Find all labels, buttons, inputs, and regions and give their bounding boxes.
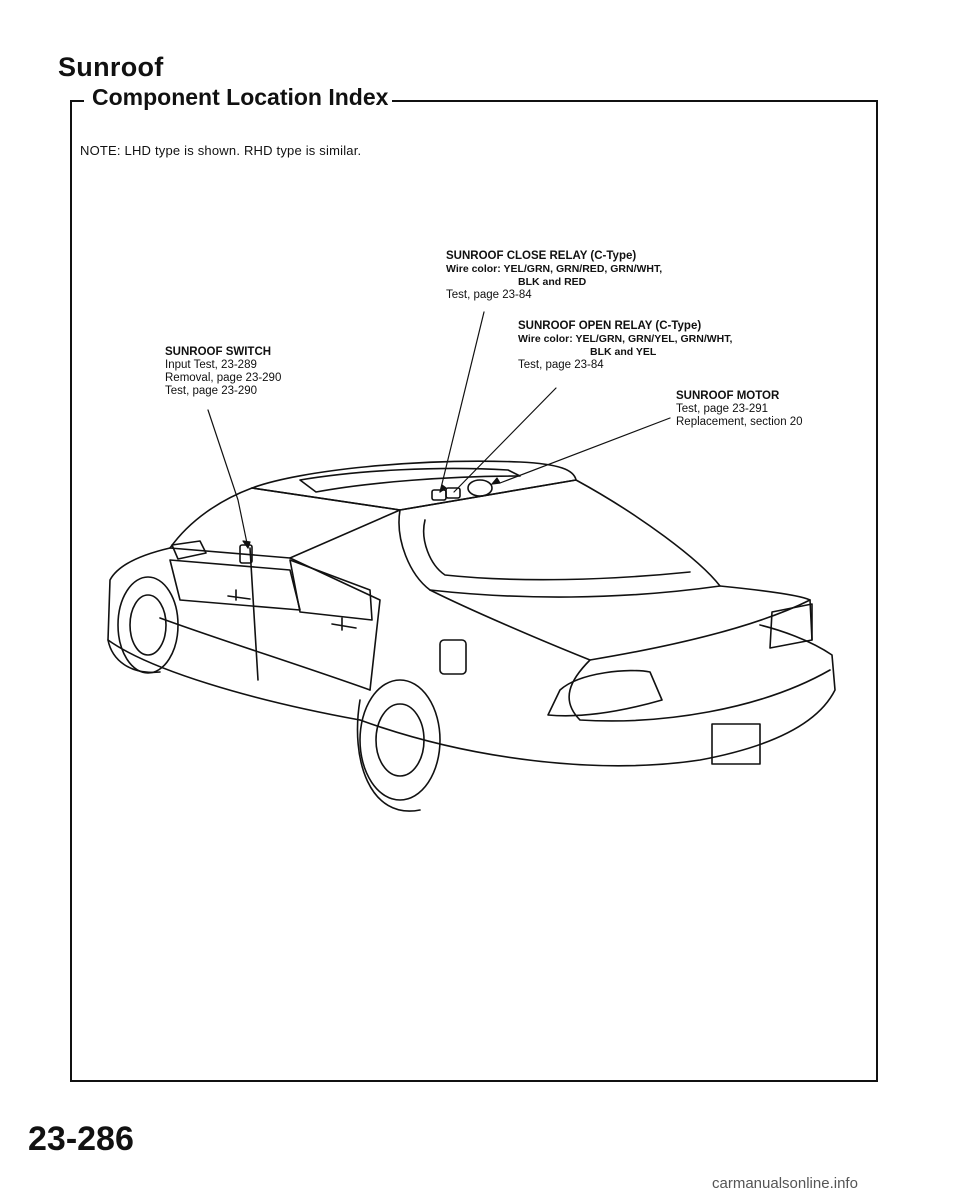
front-door-handle (227, 589, 251, 601)
switch-leader (207, 409, 249, 549)
content-frame (70, 101, 878, 1082)
close-relay-callout: SUNROOF CLOSE RELAY (C-Type) Wire color:… (446, 250, 662, 302)
rear-fascia (568, 659, 831, 722)
switch-icon (239, 544, 253, 564)
open-relay-icon (445, 487, 461, 499)
close-relay-leader (439, 311, 485, 493)
right-tail-light (769, 603, 813, 649)
open-relay-title: SUNROOF OPEN RELAY (C-Type) (518, 320, 702, 332)
open-relay-test: Test, page 23-84 (518, 359, 604, 371)
rear-bumper (359, 624, 836, 767)
close-relay-wire-line2: BLK and RED (518, 276, 587, 288)
rear-quarter-edge (719, 585, 813, 641)
leader-arrowheads (242, 477, 501, 549)
rear-door-handle (331, 617, 357, 631)
windshield (169, 487, 401, 559)
rear-wheel (359, 679, 441, 801)
leader-lines (207, 311, 671, 549)
fuel-door (439, 639, 467, 675)
close-relay-title: SUNROOF CLOSE RELAY (C-Type) (446, 250, 637, 262)
close-relay-icon (431, 489, 447, 501)
motor-title: SUNROOF MOTOR (676, 390, 780, 402)
rear-window (398, 479, 721, 598)
front-wheel-hub (129, 594, 167, 656)
motor-replacement: Replacement, section 20 (676, 416, 803, 428)
open-relay-leader (453, 387, 557, 493)
switch-callout: SUNROOF SWITCH Input Test, 23-289 Remova… (165, 346, 281, 398)
license-plate (711, 723, 761, 765)
frame-top-left-rule (70, 100, 84, 102)
open-relay-wire-line1: Wire color: YEL/GRN, GRN/YEL, GRN/WHT, (518, 333, 733, 345)
close-relay-test: Test, page 23-84 (446, 289, 532, 301)
frame-top-right-rule (378, 100, 878, 102)
open-relay-wire-line2: BLK and YEL (590, 346, 657, 358)
trunk-lid (429, 589, 811, 661)
rear-window-inner (422, 519, 691, 581)
page-title: Sunroof (58, 52, 164, 82)
rear-door-window (289, 559, 373, 621)
car-body (107, 460, 836, 767)
switch-removal: Removal, page 23-290 (165, 372, 282, 384)
open-relay-callout: SUNROOF OPEN RELAY (C-Type) Wire color: … (518, 320, 732, 372)
motor-icon (467, 479, 493, 497)
section-title: Component Location Index (88, 84, 393, 111)
wheels (117, 576, 441, 812)
front-door-window (169, 559, 301, 611)
rear-wheel-arch (356, 699, 421, 812)
switch-title: SUNROOF SWITCH (165, 346, 272, 358)
close-relay-wire-line1: Wire color: YEL/GRN, GRN/RED, GRN/WHT, (446, 263, 663, 275)
front-side-body (107, 547, 361, 721)
page-number: 23-286 (28, 1120, 134, 1158)
switch-test: Test, page 23-290 (165, 385, 258, 397)
side-mirror (171, 540, 207, 560)
motor-test: Test, page 23-291 (676, 403, 769, 415)
side-molding (159, 617, 371, 691)
watermark-text: carmanualsonline.info (712, 1175, 858, 1192)
motor-leader (499, 417, 671, 484)
door-center-pillar (249, 547, 259, 681)
switch-input-test: Input Test, 23-289 (165, 359, 257, 371)
left-tail-light (547, 669, 663, 717)
sunroof-panel (299, 467, 521, 493)
roof-front-edge (251, 460, 577, 489)
sunroof-components (239, 479, 493, 564)
rear-wheel-hub (375, 703, 425, 777)
motor-callout: SUNROOF MOTOR Test, page 23-291 Replacem… (676, 390, 803, 429)
note-text: NOTE: LHD type is shown. RHD type is sim… (80, 143, 362, 158)
front-wheel (117, 576, 179, 674)
